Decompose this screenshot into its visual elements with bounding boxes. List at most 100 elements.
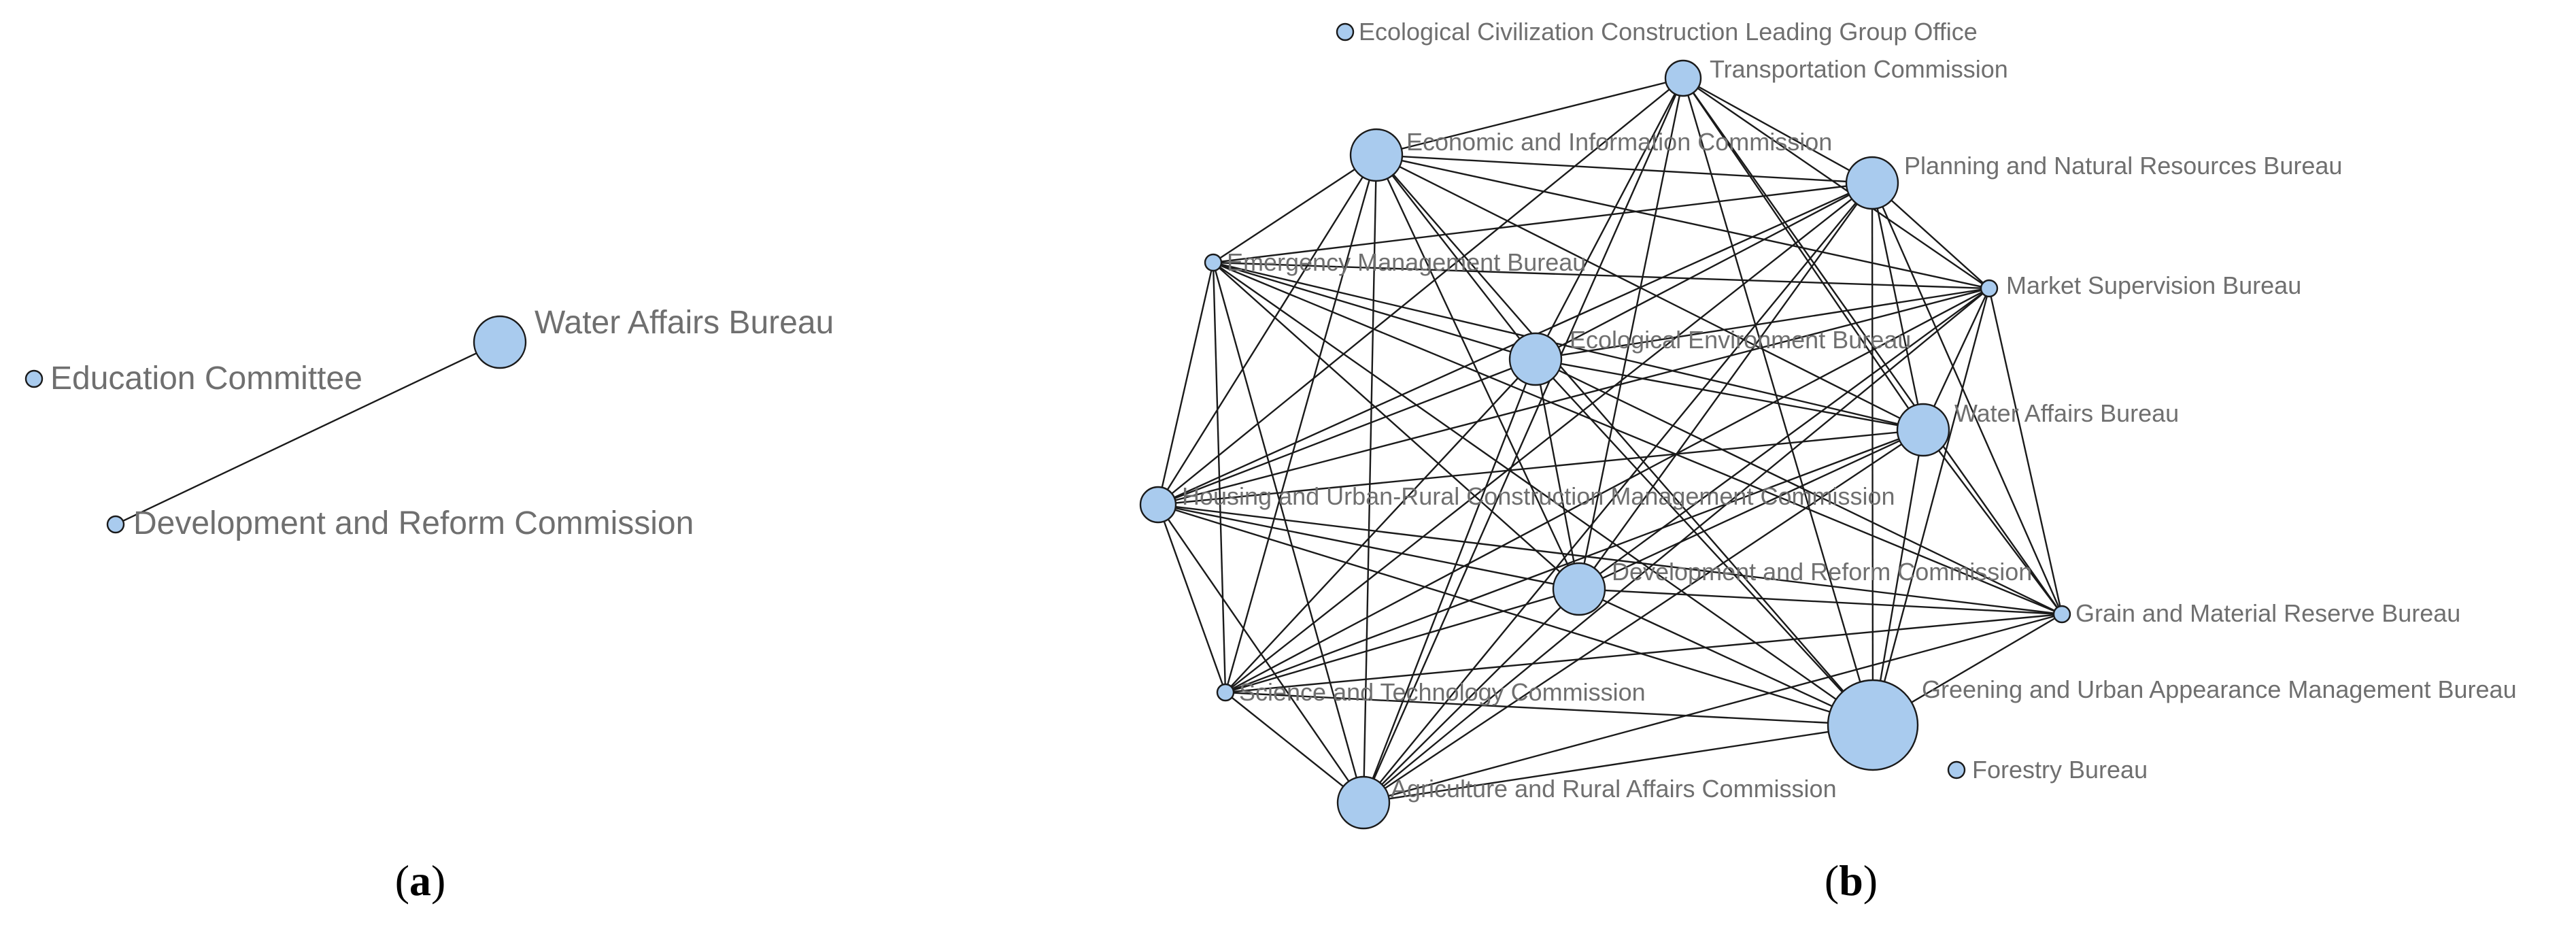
node-label-market: Market Supervision Bureau [2006, 271, 2301, 299]
edge-econ-agri [1362, 154, 1378, 803]
node-green [1827, 679, 1919, 771]
node-label-green: Greening and Urban Appearance Management… [1922, 675, 2517, 703]
edge-drc-grain [1578, 588, 2063, 616]
edge-trans-ecoenv [1534, 78, 1684, 360]
panel-a-edges [115, 341, 501, 526]
node-label-drc: Development and Reform Commission [1612, 558, 2032, 586]
edge-market-sci [1225, 287, 1990, 694]
edge-trans-drc [1578, 78, 1684, 590]
edge-sci-green [1225, 691, 1874, 726]
edge-market-drc [1578, 288, 1990, 590]
edge-market-ecoenv [1535, 287, 1990, 360]
edge-trans-econ [1376, 77, 1684, 156]
edge-econ-ecoenv [1376, 154, 1536, 360]
edge-ecoenv-sci [1225, 358, 1536, 693]
node-label-agri: Agriculture and Rural Affairs Commission [1391, 775, 1837, 803]
edge-econ-sci [1224, 154, 1378, 693]
edge-trans-green [1682, 78, 1874, 726]
edge-housing-sci [1157, 504, 1227, 693]
edge-plan-emerg [1213, 182, 1873, 264]
edge-ecoenv-housing [1157, 358, 1536, 506]
node-label-eco_civ: Ecological Civilization Construction Lea… [1359, 18, 1978, 46]
edge-econ-market [1376, 154, 1990, 290]
node-label-water: Water Affairs Bureau [1954, 399, 2179, 427]
edge-trans-market [1682, 78, 1990, 289]
edge-plan-drc [1578, 182, 1873, 590]
edge-grain-sci [1225, 613, 2063, 694]
edge-ecoenv-drc [1534, 358, 1580, 590]
edge-trans-agri [1362, 78, 1684, 803]
edge-water-grain [1922, 429, 2063, 615]
edge-market-grain [1988, 288, 2063, 615]
edge-market-housing [1157, 287, 1990, 506]
edge-econ-emerg [1213, 154, 1377, 264]
edge-plan-sci [1225, 182, 1873, 693]
edge-emerg-market [1213, 261, 1990, 290]
panel-b-label: (b) [1825, 856, 1878, 905]
edge-emerg-sci [1212, 262, 1227, 693]
node-grain [2052, 605, 2071, 624]
node-label-grain: Grain and Material Reserve Bureau [2075, 599, 2460, 627]
edge-water-housing [1157, 429, 1924, 506]
edge-water-green [1871, 429, 1925, 726]
edge-emerg-housing [1157, 262, 1215, 505]
edge-ecoenv-green [1535, 358, 1874, 726]
node-sci [1216, 683, 1235, 702]
edge-emerg-water [1213, 261, 1924, 431]
edge-market-green [1871, 288, 1990, 726]
edge-emerg-drc [1213, 262, 1580, 590]
node-emerg [1204, 253, 1223, 272]
edge-green-agri [1363, 724, 1874, 804]
edge-plan-water [1871, 182, 1925, 431]
node-forest [1947, 760, 1966, 779]
node-trans [1664, 59, 1702, 97]
edge-econ-plan [1376, 154, 1873, 184]
edge-grain-agri [1363, 613, 2063, 804]
edge-housing-agri [1157, 504, 1364, 803]
node-eco_civ [1336, 22, 1355, 41]
edge-emerg-ecoenv [1213, 261, 1536, 360]
edge-econ-green [1376, 154, 1874, 726]
edge-housing-grain [1157, 503, 2063, 616]
node-label-housing: Housing and Urban-Rural Construction Man… [1182, 482, 1895, 510]
node-water [473, 315, 527, 369]
node-ecoenv [1508, 332, 1563, 386]
edge-drc-sci [1225, 588, 1580, 694]
edge-water-drc [115, 341, 501, 526]
edge-plan-ecoenv [1535, 182, 1873, 360]
node-label-plan: Planning and Natural Resources Bureau [1904, 152, 2342, 180]
node-market [1980, 279, 1999, 298]
edge-emerg-grain [1213, 261, 2063, 616]
edge-trans-plan [1682, 77, 1873, 184]
edge-trans-water [1682, 78, 1924, 431]
edge-housing-green [1157, 503, 1874, 726]
edge-emerg-agri [1212, 262, 1365, 803]
node-label-emerg: Emergency Management Bureau [1227, 248, 1586, 276]
node-drc [106, 515, 125, 534]
edge-market-agri [1363, 288, 1990, 803]
edge-drc-agri [1363, 588, 1580, 803]
edge-water-agri [1363, 429, 1924, 803]
edge-trans-housing [1157, 78, 1684, 505]
edge-econ-water [1376, 154, 1924, 431]
panel-b-network: Ecological Civilization Construction Lea… [1139, 18, 2517, 830]
node-label-forest: Forestry Bureau [1972, 756, 2148, 784]
edge-water-sci [1225, 429, 1924, 694]
node-econ [1349, 128, 1404, 182]
node-plan [1845, 156, 1899, 210]
node-label-econ: Economic and Information Commission [1406, 128, 1832, 156]
edge-housing-drc [1157, 503, 1580, 590]
panel-a-label: (a) [395, 856, 446, 905]
node-label-drc: Development and Reform Commission [133, 505, 694, 541]
edge-ecoenv-water [1535, 358, 1924, 431]
edge-ecoenv-agri [1362, 358, 1537, 803]
edge-emerg-green [1213, 262, 1874, 726]
node-drc [1552, 562, 1606, 616]
edge-sci-agri [1225, 692, 1364, 803]
node-agri [1336, 775, 1391, 830]
edge-drc-green [1578, 588, 1874, 726]
node-label-ecoenv: Ecological Environment Bureau [1570, 326, 1911, 354]
